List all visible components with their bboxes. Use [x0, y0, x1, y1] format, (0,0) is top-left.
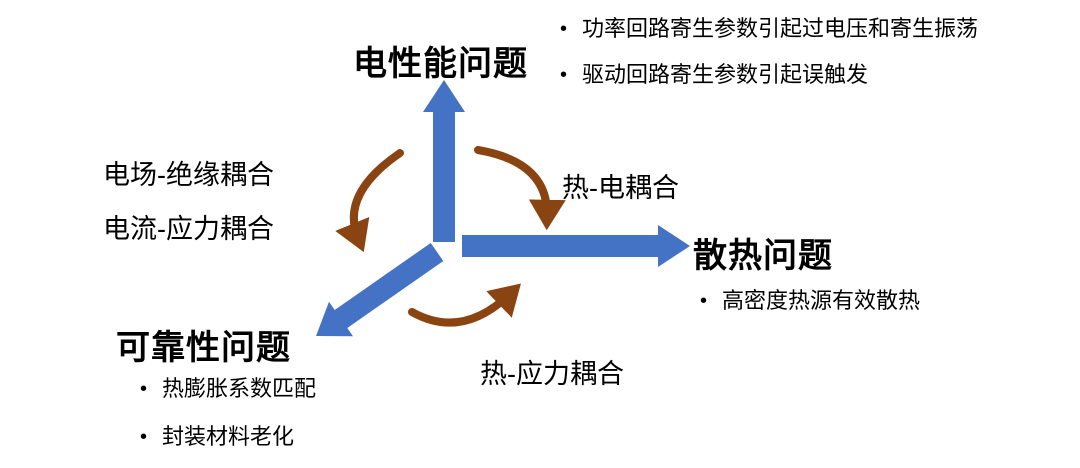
coupling-arc-bottom	[408, 283, 521, 327]
coupling-label-thermal-stress: 热-应力耦合	[480, 359, 624, 389]
bullet-item: 功率回路寄生参数引起过电压和寄生振荡	[556, 16, 978, 42]
node-title-thermal: 散热问题	[693, 237, 833, 275]
bullet-text: 热膨胀系数匹配	[162, 376, 317, 401]
arrow-right-thermal	[462, 225, 690, 267]
bullet-list-electrical: 功率回路寄生参数引起过电压和寄生振荡 驱动回路寄生参数引起误触发	[556, 16, 978, 108]
bullet-item: 封装材料老化	[136, 424, 316, 450]
bullet-text: 驱动回路寄生参数引起误触发	[582, 62, 869, 87]
bullet-item: 高密度热源有效散热	[696, 288, 920, 314]
arrow-up-electrical	[423, 80, 465, 242]
coupling-label-field-insulation: 电场-绝缘耦合	[103, 160, 274, 190]
bullet-list-thermal: 高密度热源有效散热	[696, 288, 920, 314]
bullet-item: 驱动回路寄生参数引起误触发	[556, 62, 978, 88]
coupling-arc-right	[474, 146, 566, 231]
bullet-text: 功率回路寄生参数引起过电压和寄生振荡	[582, 16, 979, 41]
node-title-electrical: 电性能问题	[353, 45, 528, 83]
coupling-label-current-stress: 电流-应力耦合	[103, 214, 274, 244]
coupling-arc-left	[335, 149, 404, 253]
bullet-text: 封装材料老化	[162, 424, 295, 449]
coupling-label-thermal-electric: 热-电耦合	[562, 173, 679, 203]
arrow-downleft-reliability	[316, 243, 444, 337]
bullet-item: 热膨胀系数匹配	[136, 376, 316, 402]
node-title-reliability: 可靠性问题	[116, 329, 291, 367]
bullet-text: 高密度热源有效散热	[722, 288, 921, 313]
bullet-list-reliability: 热膨胀系数匹配 封装材料老化	[136, 376, 316, 468]
